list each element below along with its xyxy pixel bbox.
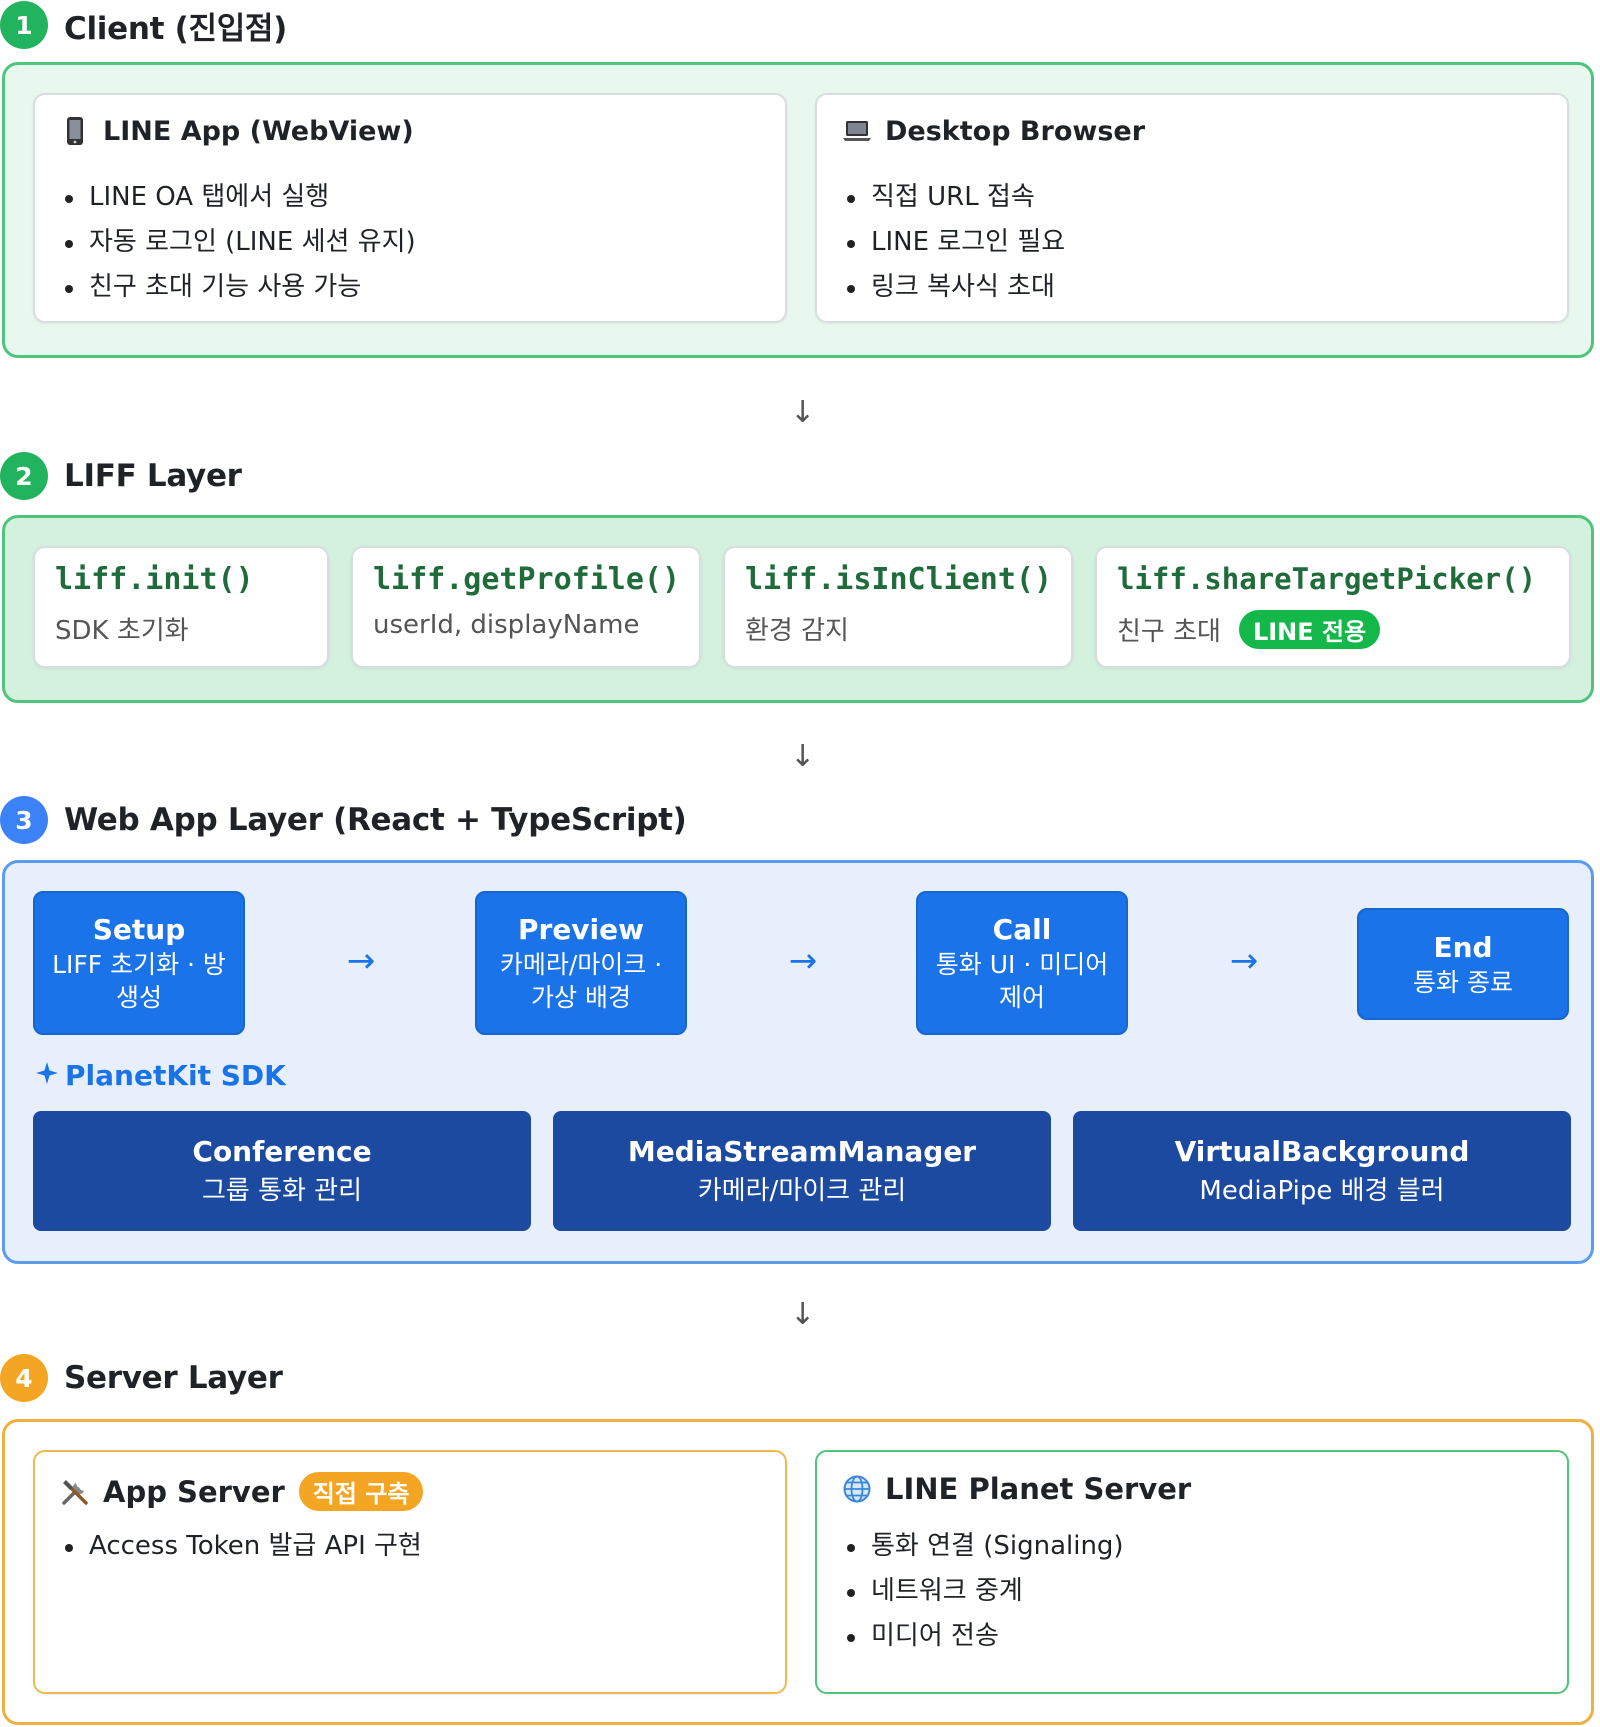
bullet-list: Access Token 발급 API 구현: [63, 1524, 422, 1569]
sdk-virtualbackground: VirtualBackground MediaPipe 배경 블러: [1073, 1111, 1571, 1231]
section-number-badge: 2: [0, 452, 48, 500]
tools-icon: [59, 1476, 91, 1508]
function-name: liff.shareTargetPicker(): [1117, 562, 1537, 596]
section-webapp-header: 3 Web App Layer (React + TypeScript): [0, 795, 687, 845]
list-item: LINE 로그인 필요: [845, 220, 1065, 265]
sdk-conference: Conference 그룹 통화 관리: [33, 1111, 531, 1231]
bullet-list: 통화 연결 (Signaling) 네트워크 중계 미디어 전송: [845, 1524, 1124, 1659]
section-server-header: 4 Server Layer: [0, 1353, 283, 1403]
section-number-badge: 3: [0, 796, 48, 844]
section-number-badge: 1: [0, 1, 48, 49]
card-title: App Server: [103, 1474, 285, 1509]
globe-icon: [841, 1473, 873, 1505]
list-item: 자동 로그인 (LINE 세션 유지): [63, 220, 416, 265]
function-description: userId, displayName: [373, 610, 640, 640]
list-item: Access Token 발급 API 구현: [63, 1524, 422, 1569]
section-number-badge: 4: [0, 1354, 48, 1402]
line-app-card: LINE App (WebView) LINE OA 탭에서 실행 자동 로그인…: [33, 93, 787, 323]
bullet-list: LINE OA 탭에서 실행 자동 로그인 (LINE 세션 유지) 친구 초대…: [63, 175, 416, 310]
section-liff-header: 2 LIFF Layer: [0, 451, 242, 501]
flow-step-preview: Preview 카메라/마이크 · 가상 배경: [475, 891, 687, 1035]
app-server-card: App Server 직접 구축 Access Token 발급 API 구현: [33, 1450, 787, 1694]
server-panel: App Server 직접 구축 Access Token 발급 API 구현 …: [2, 1419, 1594, 1725]
function-description: SDK 초기화: [55, 616, 189, 646]
function-name: liff.getProfile(): [373, 562, 681, 597]
list-item: 네트워크 중계: [845, 1569, 1124, 1614]
laptop-icon: [841, 115, 873, 147]
function-name: liff.isInClient(): [745, 562, 1053, 597]
webapp-panel: Setup LIFF 초기화 · 방 생성 → Preview 카메라/마이크 …: [2, 860, 1594, 1264]
list-item: 링크 복사식 초대: [845, 265, 1065, 310]
liff-sharetargetpicker-card: liff.shareTargetPicker() 친구 초대 LINE 전용: [1095, 546, 1571, 668]
down-arrow-icon: ↓: [790, 739, 816, 774]
line-planet-server-card: LINE Planet Server 통화 연결 (Signaling) 네트워…: [815, 1450, 1569, 1694]
bullet-list: 직접 URL 접속 LINE 로그인 필요 링크 복사식 초대: [845, 175, 1065, 310]
flow-step-end: End 통화 종료: [1357, 908, 1569, 1020]
self-built-badge: 직접 구축: [298, 1472, 424, 1511]
line-only-badge: LINE 전용: [1238, 610, 1381, 649]
section-title: Client (진입점): [64, 10, 288, 47]
section-client-header: 1 Client (진입점): [0, 0, 287, 50]
flow-step-call: Call 통화 UI · 미디어 제어: [916, 891, 1128, 1035]
right-arrow-icon: →: [788, 941, 818, 981]
card-title: LINE Planet Server: [885, 1472, 1192, 1506]
down-arrow-icon: ↓: [790, 395, 816, 430]
function-description: 환경 감지: [745, 616, 849, 646]
section-title: LIFF Layer: [64, 458, 242, 494]
liff-getprofile-card: liff.getProfile() userId, displayName: [351, 546, 701, 668]
phone-icon: [59, 115, 91, 147]
list-item: 통화 연결 (Signaling): [845, 1524, 1124, 1569]
right-arrow-icon: →: [1229, 941, 1259, 981]
flow-step-setup: Setup LIFF 초기화 · 방 생성: [33, 891, 245, 1035]
client-panel: LINE App (WebView) LINE OA 탭에서 실행 자동 로그인…: [2, 62, 1594, 358]
planetkit-sdk-label: PlanetKit SDK: [35, 1059, 286, 1092]
liff-init-card: liff.init() SDK 초기화: [33, 546, 329, 668]
list-item: LINE OA 탭에서 실행: [63, 175, 416, 220]
desktop-browser-card: Desktop Browser 직접 URL 접속 LINE 로그인 필요 링크…: [815, 93, 1569, 323]
card-title: LINE App (WebView): [103, 115, 414, 147]
section-title: Web App Layer (React + TypeScript): [64, 802, 687, 838]
list-item: 직접 URL 접속: [845, 175, 1065, 220]
liff-panel: liff.init() SDK 초기화 liff.getProfile() us…: [2, 515, 1594, 703]
liff-isinclient-card: liff.isInClient() 환경 감지: [723, 546, 1073, 668]
section-title: Server Layer: [64, 1360, 283, 1396]
list-item: 친구 초대 기능 사용 가능: [63, 265, 416, 310]
list-item: 미디어 전송: [845, 1614, 1124, 1659]
down-arrow-icon: ↓: [790, 1297, 816, 1332]
sparkle-icon: [35, 1059, 59, 1092]
card-title: Desktop Browser: [885, 115, 1146, 147]
function-description: 친구 초대 LINE 전용: [1117, 610, 1381, 649]
right-arrow-icon: →: [346, 941, 376, 981]
sdk-mediastreammanager: MediaStreamManager 카메라/마이크 관리: [553, 1111, 1051, 1231]
function-name: liff.init(): [55, 562, 254, 597]
